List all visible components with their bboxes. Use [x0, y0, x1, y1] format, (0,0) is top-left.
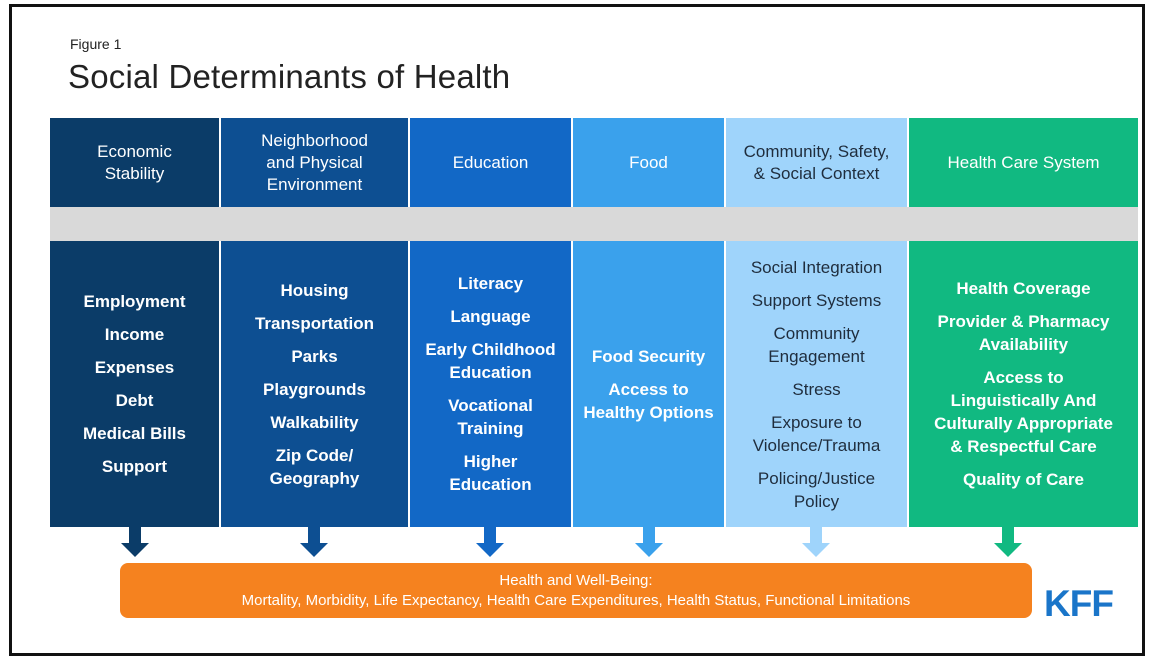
- list-item: Early Childhood Education: [425, 340, 556, 382]
- list-item: Support: [101, 457, 168, 476]
- down-arrow-icon: [635, 527, 663, 557]
- outcome-subtitle: Mortality, Morbidity, Life Expectancy, H…: [241, 591, 911, 609]
- down-arrow-icon: [802, 527, 830, 557]
- column-header-health-care-system: Health Care System: [909, 118, 1138, 207]
- column-body-community: Social Integration Support Systems Commu…: [726, 241, 907, 527]
- list-item: Income: [104, 325, 165, 344]
- list-item: Access to Linguistically And Culturally …: [934, 368, 1113, 456]
- list-item: Zip Code/ Geography: [269, 445, 360, 488]
- page-title: Social Determinants of Health: [68, 58, 511, 95]
- column-header-label: Economic Stability: [97, 141, 172, 183]
- list-item: Vocational Training: [448, 396, 533, 438]
- kff-logo: KFF: [1044, 583, 1114, 624]
- list-item: Parks: [291, 346, 338, 366]
- list-item: Quality of Care: [963, 470, 1084, 489]
- list-item: Social Integration: [750, 257, 883, 277]
- list-item: Playgrounds: [263, 379, 366, 399]
- list-item: Access to Healthy Options: [583, 379, 714, 422]
- list-item: Provider & Pharmacy Availability: [937, 312, 1110, 354]
- list-item: Walkability: [270, 412, 359, 432]
- list-item: Transportation: [254, 313, 374, 333]
- list-item: Exposure to Violence/Trauma: [752, 412, 881, 455]
- list-item: Food Security: [591, 346, 706, 366]
- list-item: Support Systems: [751, 290, 882, 310]
- outcome-title: Health and Well-Being:: [499, 571, 653, 589]
- column-header-label: Food: [629, 152, 668, 172]
- list-item: Housing: [280, 280, 349, 300]
- column-header-education: Education: [410, 118, 571, 207]
- list-item: Health Coverage: [956, 279, 1091, 298]
- column-body-neighborhood: Housing Transportation Parks Playgrounds…: [221, 241, 408, 527]
- down-arrow-icon: [476, 527, 504, 557]
- down-arrow-icon: [300, 527, 328, 557]
- list-item: Stress: [792, 379, 841, 399]
- column-body-food: Food Security Access to Healthy Options: [573, 241, 724, 527]
- column-header-label: Neighborhood and Physical Environment: [261, 130, 368, 194]
- column-header-label: Education: [452, 152, 529, 172]
- divider-band: [50, 207, 1138, 241]
- health-outcome-bar: Health and Well-Being: Mortality, Morbid…: [120, 563, 1032, 618]
- list-item: Policing/Justice Policy: [757, 468, 876, 511]
- column-body-health-care-system: Health Coverage Provider & Pharmacy Avai…: [909, 241, 1138, 527]
- column-body-economic-stability: Employment Income Expenses Debt Medical …: [50, 241, 219, 527]
- column-body-education: Literacy Language Early Childhood Educat…: [410, 241, 571, 527]
- list-item: Debt: [115, 391, 154, 410]
- list-item: Literacy: [457, 274, 524, 293]
- list-item: Higher Education: [449, 452, 532, 494]
- column-header-community: Community, Safety, & Social Context: [726, 118, 907, 207]
- column-header-label: Community, Safety, & Social Context: [743, 141, 890, 183]
- figure-label: Figure 1: [70, 36, 122, 52]
- column-header-food: Food: [573, 118, 724, 207]
- column-header-neighborhood: Neighborhood and Physical Environment: [221, 118, 408, 207]
- column-header-label: Health Care System: [947, 152, 1100, 172]
- down-arrow-icon: [994, 527, 1022, 557]
- list-item: Expenses: [94, 358, 175, 377]
- list-item: Community Engagement: [768, 323, 865, 366]
- column-header-economic-stability: Economic Stability: [50, 118, 219, 207]
- list-item: Medical Bills: [83, 424, 186, 443]
- list-item: Language: [450, 307, 531, 326]
- down-arrow-icon: [121, 527, 149, 557]
- list-item: Employment: [83, 292, 186, 311]
